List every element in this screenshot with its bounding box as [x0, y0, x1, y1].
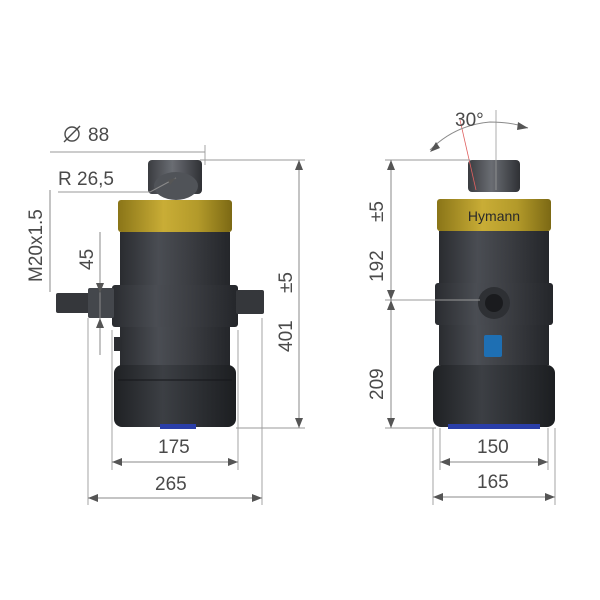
- left-port-nut: [88, 288, 114, 318]
- diameter-label: 88: [88, 125, 109, 146]
- base-block: [114, 365, 236, 427]
- front-pivot-cap: [468, 160, 520, 192]
- front-view: Hymann: [433, 110, 555, 429]
- angle-label: 30°: [455, 110, 484, 131]
- front-base-block: [433, 365, 555, 427]
- right-port: [236, 290, 264, 314]
- overall-width-label: 265: [155, 474, 187, 495]
- front-base-blue-mark: [448, 424, 540, 429]
- brand-label: Hymann: [468, 208, 520, 224]
- upper-height-label: 192: [367, 250, 388, 282]
- right-overall-width-label: 165: [477, 472, 509, 493]
- cylinder-lower-body: [120, 327, 230, 367]
- cylinder-body: [120, 232, 230, 287]
- blue-indicator: [484, 335, 502, 357]
- port-height-label: 45: [77, 249, 98, 270]
- front-cylinder-body: [439, 231, 549, 283]
- swing-line-left: [459, 119, 477, 191]
- pivot-ball: [154, 172, 198, 200]
- body-width-label: 175: [158, 437, 190, 458]
- right-tolerance-label: ±5: [367, 201, 388, 222]
- left-tolerance-label: ±5: [276, 272, 297, 293]
- base-blue-mark: [160, 424, 196, 429]
- small-fitting: [114, 337, 122, 351]
- radius-label: R 26,5: [58, 169, 114, 190]
- dimension-labels: 88 R 26,5 M20x1.5 45 ±5 401 175 265 30° …: [26, 110, 509, 495]
- dimension-lines: [49, 121, 556, 505]
- diameter-symbol: [63, 125, 81, 143]
- lower-height-label: 209: [367, 368, 388, 400]
- cylinder-collar: [112, 285, 238, 327]
- overall-height-label: 401: [276, 320, 297, 352]
- base-width-label: 150: [477, 437, 509, 458]
- thread-label: M20x1.5: [26, 209, 47, 282]
- side-view: [56, 160, 264, 429]
- gold-band: [118, 200, 232, 232]
- front-gold-band: [437, 199, 551, 231]
- front-port: [485, 294, 503, 312]
